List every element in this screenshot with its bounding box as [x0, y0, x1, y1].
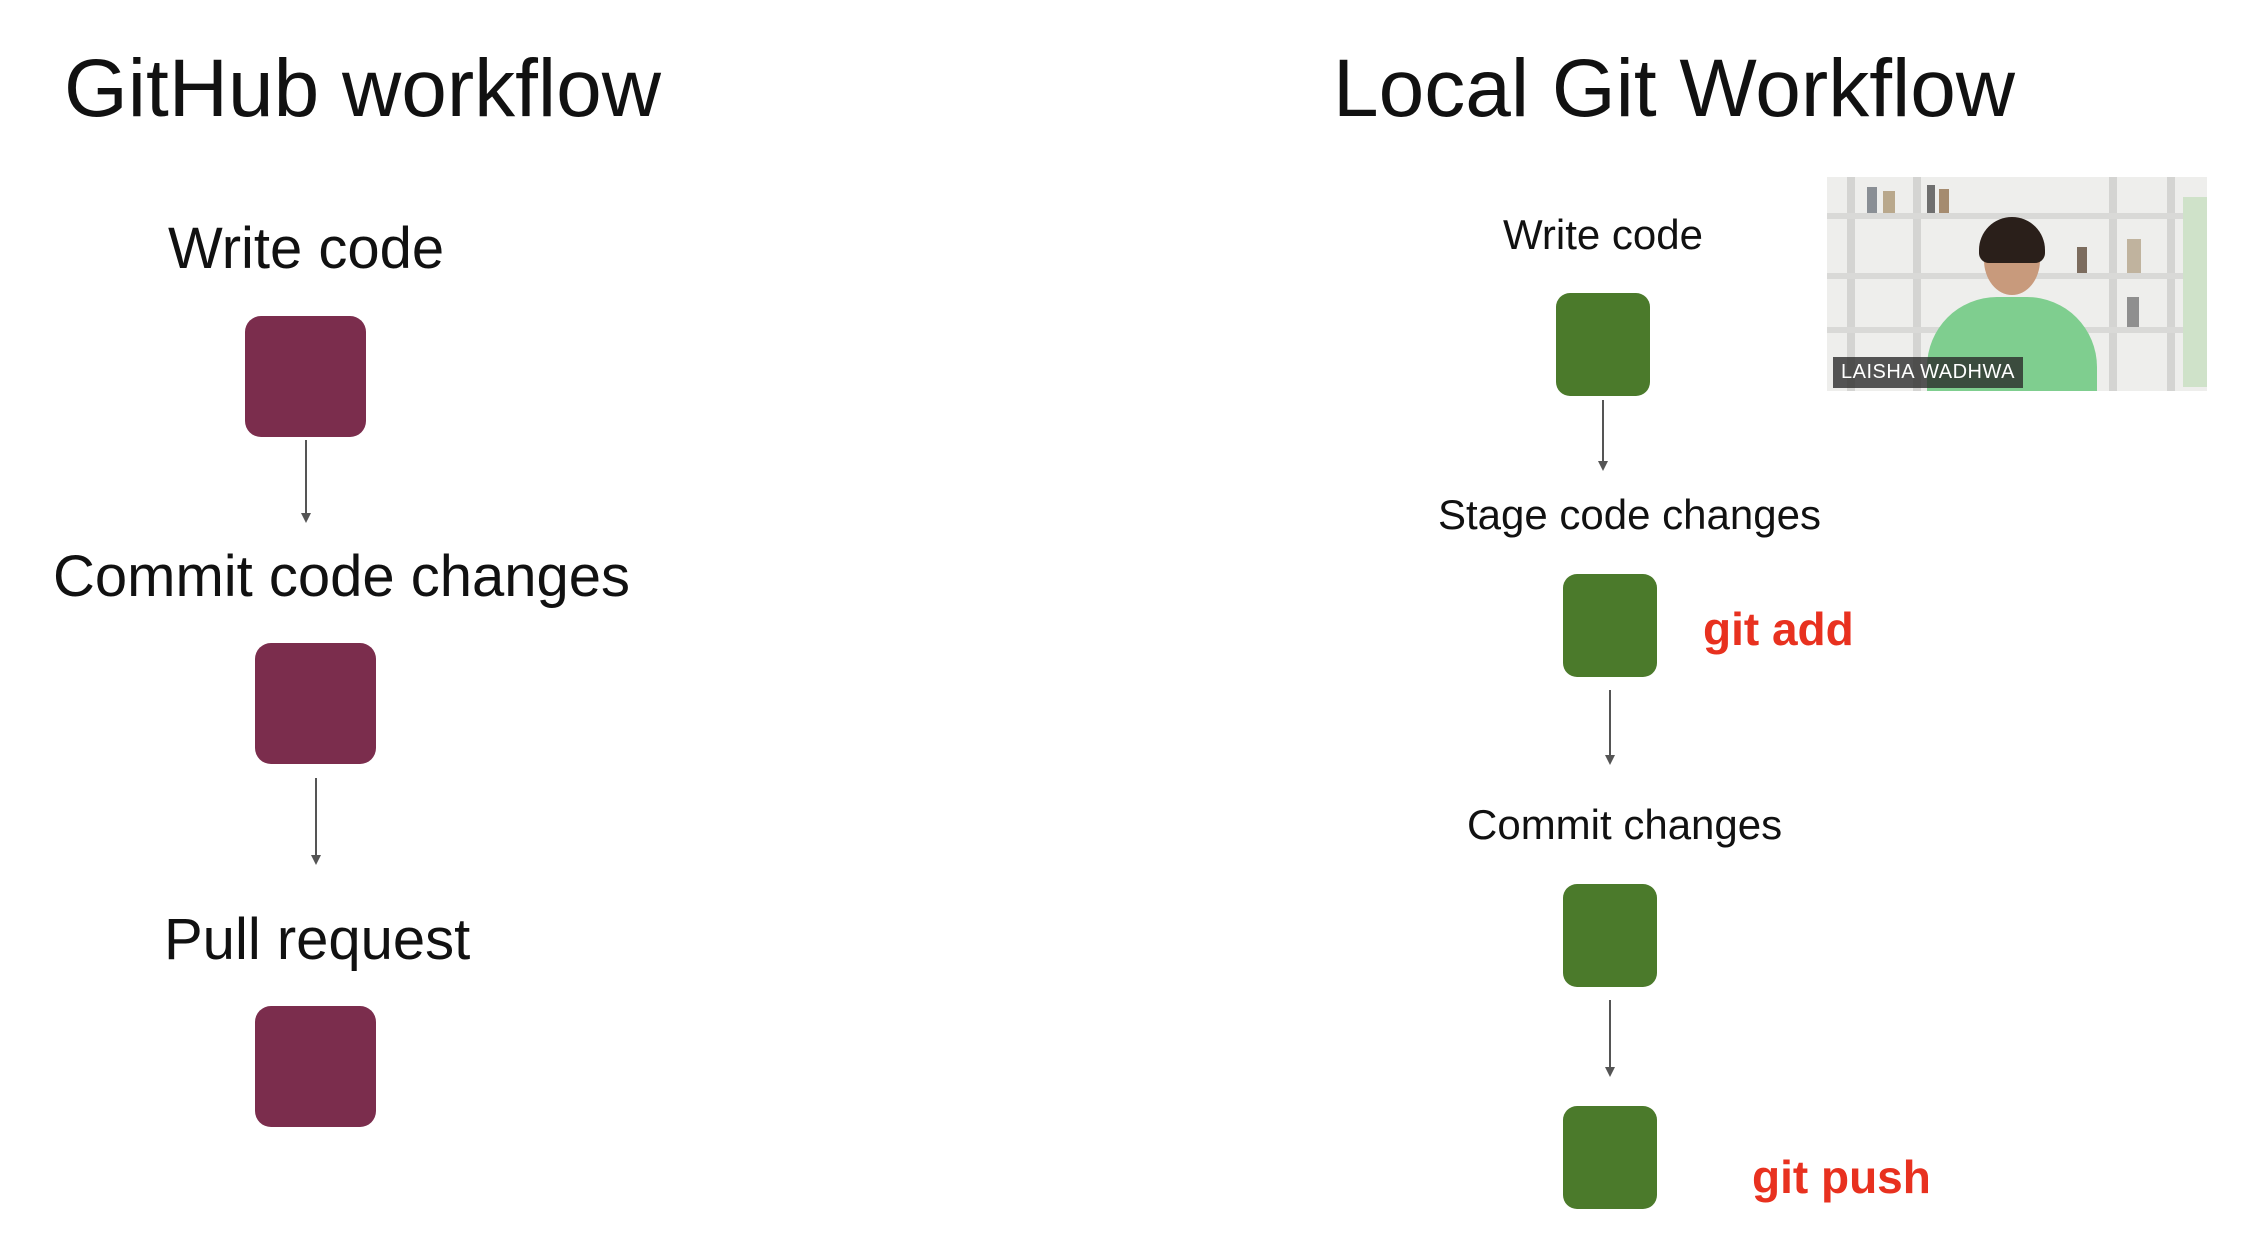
left-node-commit — [255, 643, 376, 764]
github-workflow-title: GitHub workflow — [64, 43, 661, 134]
participant-hair — [1979, 217, 2045, 263]
git-push-command: git push — [1752, 1151, 1931, 1203]
right-step-write-code: Write code — [1503, 211, 1703, 258]
right-node-stage — [1563, 574, 1657, 677]
right-step-stage: Stage code changes — [1438, 491, 1821, 538]
left-step-pull-request: Pull request — [164, 907, 471, 972]
left-node-write-code — [245, 316, 366, 437]
video-participant-tile[interactable]: LAISHA WADHWA — [1827, 177, 2207, 391]
left-step-commit: Commit code changes — [53, 544, 631, 609]
git-add-command: git add — [1703, 603, 1854, 655]
left-node-pull-request — [255, 1006, 376, 1127]
right-step-commit: Commit changes — [1467, 801, 1783, 848]
participant-name-label: LAISHA WADHWA — [1833, 357, 2023, 388]
local-git-workflow-title: Local Git Workflow — [1333, 43, 2016, 134]
left-step-write-code: Write code — [168, 216, 445, 281]
right-node-push — [1563, 1106, 1657, 1209]
right-node-write-code — [1556, 293, 1650, 396]
right-node-commit — [1563, 884, 1657, 987]
